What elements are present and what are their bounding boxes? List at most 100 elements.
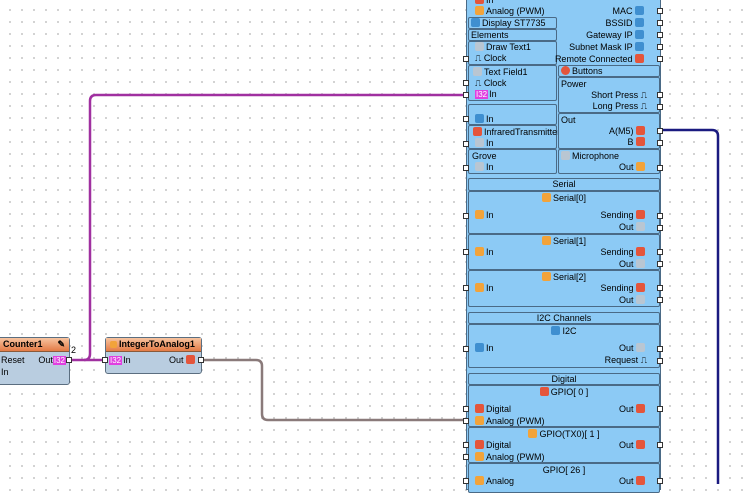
pin-connector[interactable] xyxy=(657,32,663,38)
pin-connector[interactable] xyxy=(657,104,663,110)
pin-connector[interactable] xyxy=(463,92,469,98)
board-section: Grove In xyxy=(468,149,557,174)
gpio-26[interactable]: GPIO[ 26 ] Analog Out xyxy=(468,463,660,493)
in-pin-label: In xyxy=(1,367,9,377)
counter-component[interactable]: Counter1✎ Reset In OutI32 xyxy=(0,337,70,385)
wire-count: 2 xyxy=(71,345,77,355)
pin-connector[interactable] xyxy=(657,406,663,412)
pin-connector[interactable] xyxy=(463,346,469,352)
pin-type-icon xyxy=(636,404,645,413)
pin-connector[interactable] xyxy=(463,141,469,147)
pin-connector[interactable] xyxy=(463,165,469,171)
board-section: Serial xyxy=(468,178,660,191)
pin-connector[interactable] xyxy=(657,56,663,62)
display-title: Display ST7735 xyxy=(471,18,546,29)
pin-type-icon xyxy=(110,341,117,348)
pin-connector[interactable] xyxy=(657,44,663,50)
board-section: Microphone Out xyxy=(558,149,660,174)
pin-connector[interactable] xyxy=(657,261,663,267)
gpio-1[interactable]: GPIO(TX0)[ 1 ] Digital Analog (PWM) Out xyxy=(468,427,660,463)
serial-title: Serial[1] xyxy=(469,236,659,247)
pin-type-icon xyxy=(635,42,644,51)
pin-connector[interactable] xyxy=(657,442,663,448)
draw-text-element[interactable]: Draw Text1 ⎍ Clock xyxy=(468,41,557,65)
pin-type-icon xyxy=(635,6,644,15)
pin-type-icon xyxy=(475,404,484,413)
elements-label: Elements xyxy=(471,30,509,40)
pin-connector[interactable] xyxy=(657,249,663,255)
long-press-pin: Long Press ⎍ xyxy=(592,101,647,111)
serial-2[interactable]: Serial[2] In Sending Out xyxy=(468,270,660,307)
pin-connector[interactable] xyxy=(463,285,469,291)
pin-connector[interactable] xyxy=(657,285,663,291)
pin-connector[interactable] xyxy=(463,80,469,86)
i2c-channel[interactable]: I2C In Out Request ⎍ xyxy=(468,324,660,368)
clock-pin-label: ⎍ Clock xyxy=(475,53,507,63)
pin-type-icon xyxy=(539,387,549,396)
subnet-pin: Subnet Mask IP xyxy=(569,42,646,53)
pin-connector[interactable] xyxy=(463,116,469,122)
board-section: In xyxy=(468,104,557,125)
digital-header: Digital xyxy=(551,374,577,384)
i2c-title: I2C xyxy=(469,326,659,337)
pin-type-icon xyxy=(475,138,484,147)
pin-type-icon xyxy=(635,54,644,63)
pin-connector[interactable] xyxy=(463,213,469,219)
pin-type-icon xyxy=(561,66,570,75)
pin-type-icon xyxy=(475,343,484,352)
int2analog-out-pin[interactable] xyxy=(198,357,204,363)
request-pin: Request ⎍ xyxy=(604,355,647,365)
board-section: Elements xyxy=(468,29,557,41)
board-component[interactable]: In Analog (PWM) Display ST7735 Elements … xyxy=(466,0,661,493)
sending-pin: Sending xyxy=(600,210,647,221)
short-press-pin: Short Press ⎍ xyxy=(591,90,647,100)
in-pin-label: In xyxy=(475,210,494,221)
in-pin-label: In xyxy=(475,247,494,258)
a-m5-pin: A(M5) xyxy=(609,126,647,137)
pin-type-icon xyxy=(561,151,570,160)
pin-connector[interactable] xyxy=(657,478,663,484)
analog-pin: Analog (PWM) xyxy=(475,452,545,463)
int2analog-in-pin[interactable] xyxy=(102,357,108,363)
pin-connector[interactable] xyxy=(657,92,663,98)
pin-connector[interactable] xyxy=(463,406,469,412)
pin-label-analog: Analog (PWM) xyxy=(475,6,545,17)
gpio-0[interactable]: GPIO[ 0 ] Digital Analog (PWM) Out xyxy=(468,385,660,427)
int2analog-header: IntegerToAnalog1 xyxy=(106,338,201,352)
pin-connector[interactable] xyxy=(657,165,663,171)
pin-connector[interactable] xyxy=(657,346,663,352)
remote-connected-pin: Remote Connected xyxy=(555,54,646,65)
wire-int2analog-to-gpio0 xyxy=(201,358,466,422)
pin-connector[interactable] xyxy=(463,442,469,448)
pin-connector[interactable] xyxy=(463,454,469,460)
pin-connector[interactable] xyxy=(657,140,663,146)
serial-1[interactable]: Serial[1] In Sending Out xyxy=(468,234,660,270)
out-pin: Out xyxy=(619,295,647,306)
pin-connector[interactable] xyxy=(463,56,469,62)
i2c-header: I2C Channels xyxy=(536,313,592,323)
pin-type-icon xyxy=(186,355,195,364)
board-section: Digital xyxy=(468,373,660,385)
pin-type-icon xyxy=(636,283,645,292)
clock-pin-label: ⎍ Clock xyxy=(475,78,507,88)
pin-connector[interactable] xyxy=(657,20,663,26)
pin-type-icon xyxy=(636,440,645,449)
pin-connector[interactable] xyxy=(463,249,469,255)
pin-connector[interactable] xyxy=(463,478,469,484)
pin-connector[interactable] xyxy=(463,418,469,424)
serial-0[interactable]: Serial[0] In Sending Out xyxy=(468,191,660,234)
counter-out-pin[interactable] xyxy=(66,357,72,363)
pin-connector[interactable] xyxy=(657,358,663,364)
pin-connector[interactable] xyxy=(657,297,663,303)
pin-connector[interactable] xyxy=(657,128,663,134)
pin-connector[interactable] xyxy=(657,213,663,219)
pin-type-icon xyxy=(475,114,484,123)
pin-connector[interactable] xyxy=(657,8,663,14)
pin-type-icon xyxy=(636,259,645,268)
in-pin-label: In xyxy=(475,283,494,294)
grove-label: Grove xyxy=(472,151,497,161)
ir-element[interactable]: InfraredTransmitter In xyxy=(468,125,560,149)
pin-connector[interactable] xyxy=(657,225,663,231)
